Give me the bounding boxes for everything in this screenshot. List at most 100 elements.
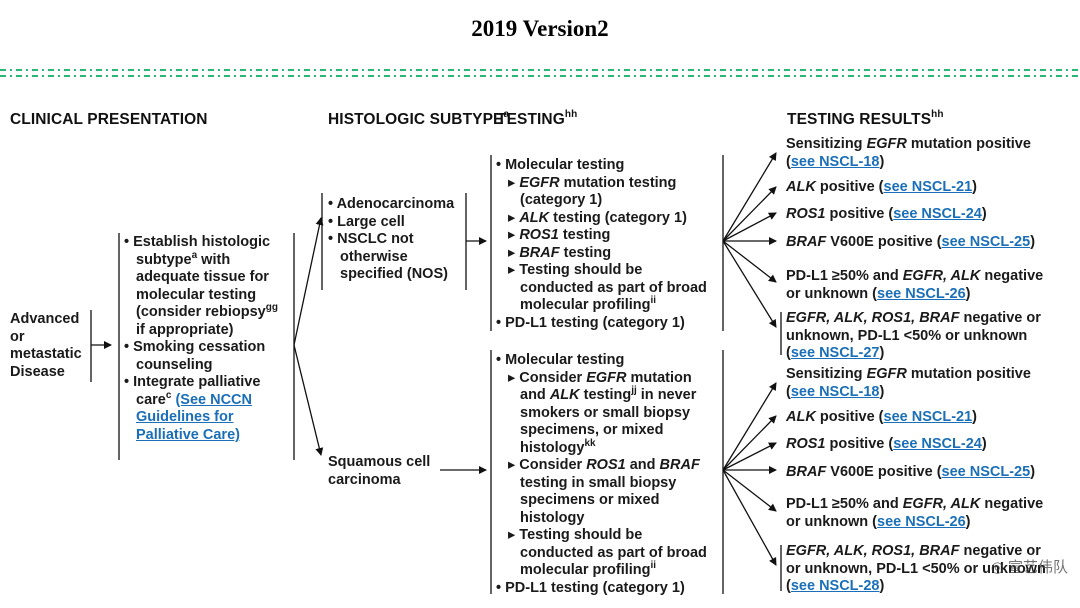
gene-name: ALK [786,409,816,425]
workup-item: • Integrate palliative [124,374,261,390]
result-text: negative or [959,310,1041,326]
results-top-r3: ROS1 positive (see NSCL-24) [786,206,987,224]
gene-name: ALK [549,387,580,403]
workup-item: • Smoking cessation [124,339,266,355]
nscl-21-link[interactable]: see NSCL-21 [883,179,973,195]
palliative-care-link[interactable]: Palliative Care) [136,426,240,443]
result-text: ) [879,578,885,594]
green-divider [0,69,1080,77]
nscl-18-link[interactable]: see NSCL-18 [790,383,880,400]
result-text: PD-L1 ≥50% and [786,496,903,512]
result-text: or unknown, PD-L1 <50% or unknown [786,560,1046,577]
result-text: positive ( [815,409,884,425]
header-histologic-subtype: HISTOLOGIC SUBTYPEa [328,109,510,129]
subtype-large-cell: • Large cell [328,213,405,230]
header-testing-results: TESTING RESULTShh [787,109,944,129]
workup-text: counseling [136,356,213,373]
subtype-nsclc-nos: otherwise [340,248,408,265]
testing-text: molecular profiling [520,562,651,578]
nscl-25-link[interactable]: see NSCL-25 [941,234,1031,250]
gene-name: EGFR, ALK, ROS1, BRAF [786,310,960,326]
gene-name: ROS1 [519,227,559,243]
triangle-bullet-icon: ▸ [508,209,520,226]
workup-text: subtype [136,251,192,268]
result-text: ) [972,179,977,195]
footnote-ref[interactable]: ii [650,560,657,571]
result-text: ) [981,436,987,452]
workup-text: adequate tissue for [136,269,269,285]
footnote-ref[interactable]: a [191,249,198,261]
gene-name: EGFR [586,369,627,386]
results-top-r2: ALK positive (see NSCL-21) [786,179,977,197]
nscl-18-link[interactable]: see NSCL-18 [790,153,880,170]
testing-item: • PD-L1 testing (category 1) [496,314,685,331]
result-text: ) [981,206,987,222]
gene-name: ROS1 [786,206,826,222]
result-text: ) [972,409,977,425]
testing-text: testing [558,227,611,243]
gene-name: ALK [786,179,816,195]
palliative-care-link[interactable]: (See NCCN [175,391,252,408]
testing-text: in never [636,387,697,403]
gene-name: EGFR, ALK [902,496,981,512]
testing-text: (category 1) [520,192,603,208]
nscl-26-link[interactable]: see NSCL-26 [877,285,966,302]
testing-text: specimens, or mixed [520,422,664,438]
footnote-ref[interactable]: hh [931,109,944,120]
subtype-nsclc-nos: • NSCLC not [328,231,414,247]
result-text: or unknown ( [786,285,878,302]
nscl-27-link[interactable]: see NSCL-27 [790,345,880,361]
workup-text: if appropriate) [136,321,234,338]
nscl-21-link[interactable]: see NSCL-21 [883,409,973,425]
footnote-ref[interactable]: ii [650,295,657,306]
presentation-line: or [10,328,25,345]
results-top-r1: Sensitizing EGFR mutation positive (see … [786,136,1031,171]
nscl-28-link[interactable]: see NSCL-28 [790,578,880,594]
nscl-24-link[interactable]: see NSCL-24 [893,206,982,222]
nscl-25-link[interactable]: see NSCL-25 [941,464,1031,480]
workup-list: • Establish histologic subtypea with ade… [124,234,278,444]
result-text: mutation positive [906,136,1031,152]
testing-text: testing (category 1) [549,209,687,226]
testing-text: ▸ Consider [508,457,587,473]
testing-text: testing [559,244,612,261]
result-text: ( [786,153,791,170]
clinical-presentation-text: Advanced or metastatic Disease [10,311,82,381]
footnote-ref[interactable]: jj [631,385,637,396]
result-text: positive ( [825,206,894,222]
result-text: V600E positive ( [826,464,942,480]
header-results-label: TESTING RESULTS [787,111,932,128]
results-bottom-r2: ALK positive (see NSCL-21) [786,409,977,427]
result-text: V600E positive ( [826,234,942,250]
testing-text: and [625,457,660,473]
triangle-bullet-icon: ▸ [508,174,520,191]
gene-name: BRAF [786,464,827,480]
result-text: Sensitizing [786,366,867,382]
testing-item: • PD-L1 testing (category 1) [496,579,685,596]
results-bottom-r4: BRAF V600E positive (see NSCL-25) [786,464,1035,482]
footnote-ref[interactable]: hh [564,109,578,120]
workup-text: molecular testing [136,286,257,303]
testing-top-list: • Molecular testing ▸ EGFR mutation test… [496,157,707,332]
result-text: ) [965,285,971,302]
subtype-squamous-line: carcinoma [328,471,401,488]
footnote-ref[interactable]: kk [584,437,596,449]
testing-text: testing [579,387,632,403]
testing-text: histology [520,509,585,526]
footnote-ref[interactable]: a [503,109,510,120]
footnote-ref[interactable]: gg [265,302,278,313]
nscl-24-link[interactable]: see NSCL-24 [893,436,982,452]
results-bottom-r1: Sensitizing EGFR mutation positive (see … [786,366,1031,401]
testing-text: testing in small biopsy [520,474,677,491]
testing-text: smokers or small biopsy [520,404,691,421]
testing-text: ▸ Testing should be [508,262,643,278]
testing-text: conducted as part of broad [520,544,707,561]
result-text: negative or [959,543,1041,559]
gene-name: ROS1 [586,457,626,473]
palliative-care-link[interactable]: Guidelines for [136,409,234,425]
gene-name: EGFR, ALK [902,268,981,284]
nscl-26-link[interactable]: see NSCL-26 [877,513,966,530]
footnote-ref[interactable]: c [165,389,172,401]
page-title: 2019 Version2 [471,16,609,41]
subtype-adenocarcinoma: • Adenocarcinoma [328,196,455,212]
